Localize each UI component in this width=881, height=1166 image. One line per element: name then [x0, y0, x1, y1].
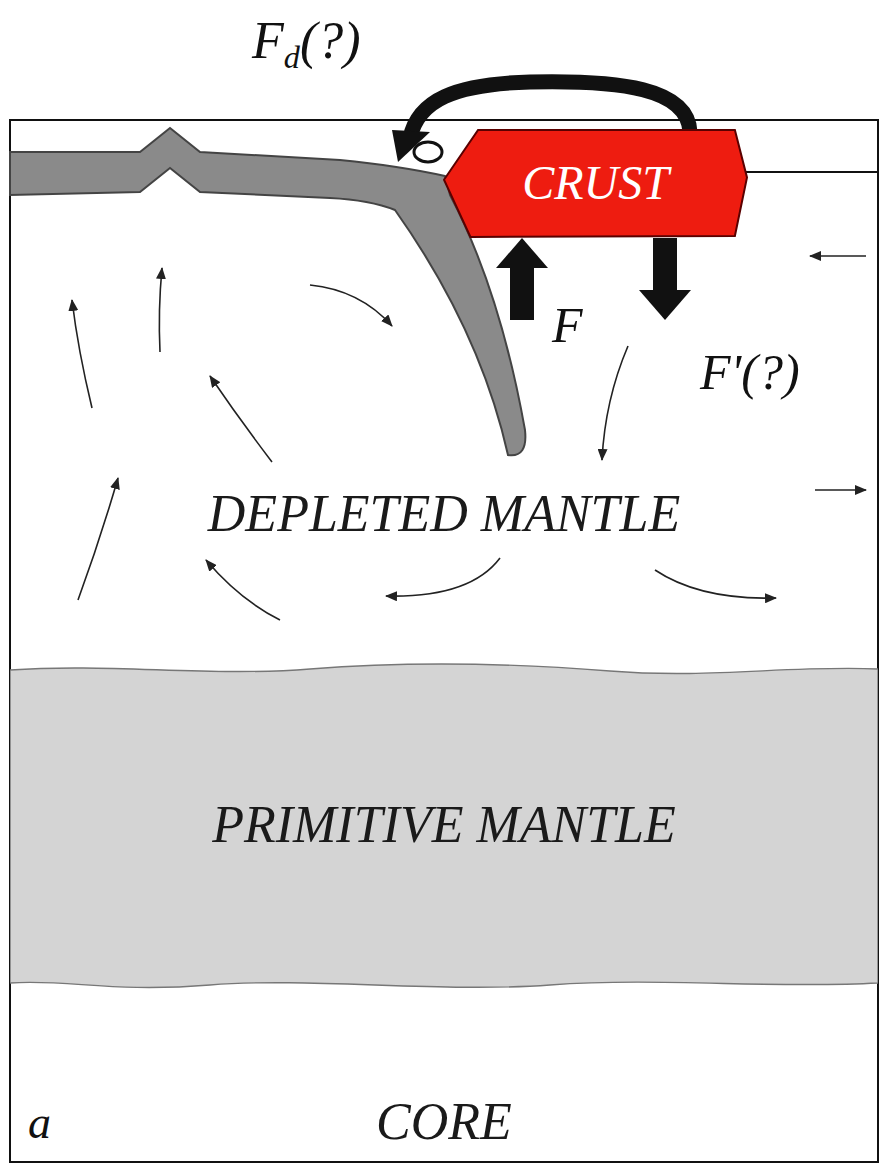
flow-arrow [602, 346, 628, 460]
layer-name: DEPLETED MANTLE [208, 485, 680, 542]
flow-arrow [815, 489, 866, 491]
surface-line [746, 171, 878, 173]
delamination-arrowhead [392, 130, 430, 162]
flow-arrow [386, 558, 500, 596]
flow-arrow [310, 285, 392, 326]
flow-arrow [78, 478, 118, 600]
flow-arrow [72, 300, 92, 408]
flow-arrow [655, 570, 776, 598]
layer-name: CORE [376, 1093, 512, 1150]
force-label: F'(?) [700, 345, 800, 400]
flow-arrow [210, 376, 272, 462]
trench-loop [414, 142, 442, 162]
mantle-flow-arrows [72, 256, 866, 620]
force-label: F [552, 298, 583, 353]
layer-name: PRIMITIVE MANTLE [212, 796, 676, 853]
force-arrow [653, 238, 677, 290]
core-layer: CORE [10, 995, 878, 1162]
force-label: Fd(?) [252, 12, 361, 75]
flow-arrow [206, 560, 280, 620]
crust-shape [444, 130, 747, 237]
primitive-band [10, 664, 878, 988]
crust-block: CRUST [443, 128, 748, 238]
mantle-layer: PRIMITIVE MANTLE [10, 655, 878, 995]
flow-arrow [810, 255, 866, 257]
flow-arrow [159, 268, 162, 352]
force-arrow [510, 268, 534, 320]
panel-letter: a [28, 1098, 51, 1149]
frame [10, 120, 878, 1162]
layer-name: CRUST [522, 157, 669, 210]
